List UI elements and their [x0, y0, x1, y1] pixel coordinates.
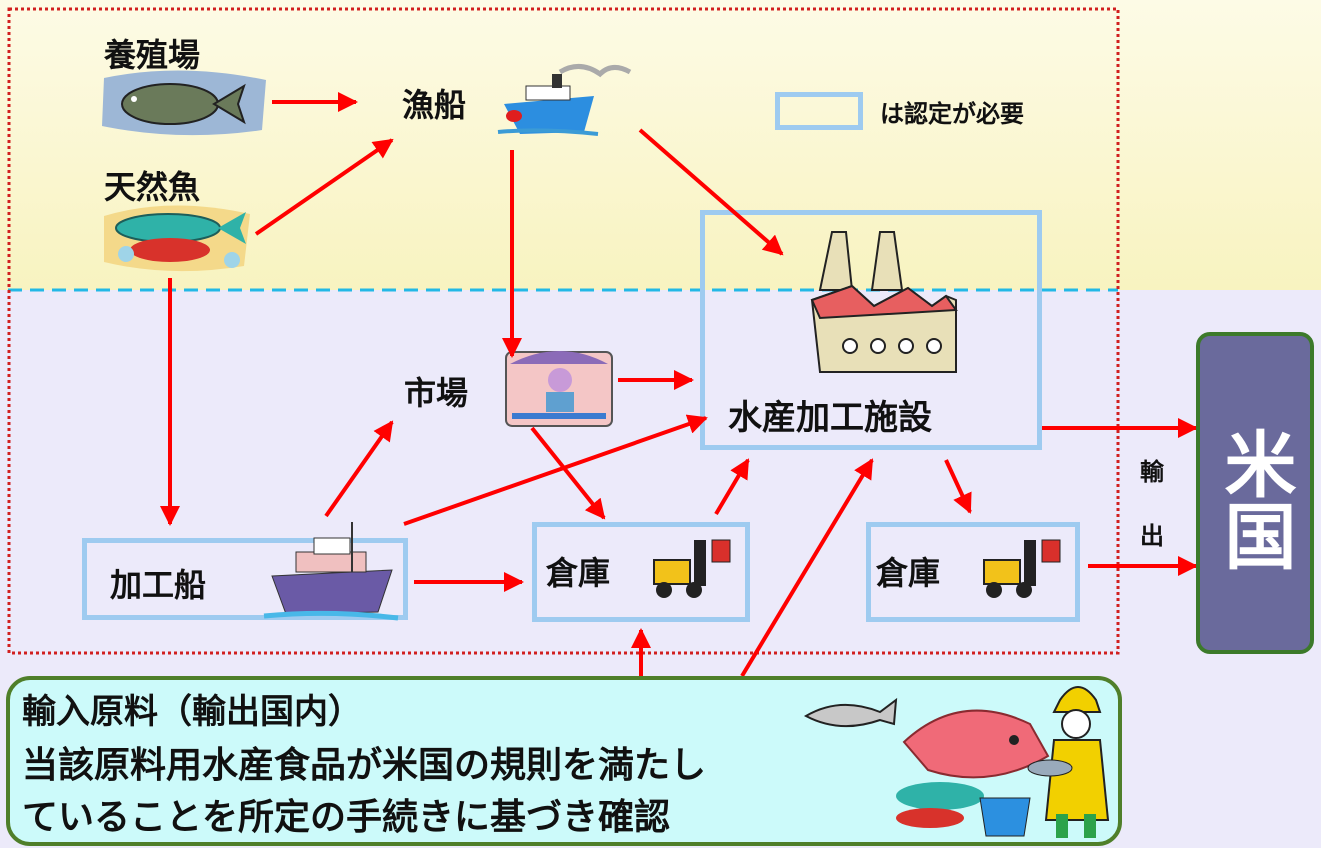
arrow-boat-to-facility [638, 128, 784, 256]
fishing-boat-label: 漁船 [402, 86, 467, 124]
arrow-ship-to-market [324, 420, 394, 518]
export-label-1: 輸 [1140, 458, 1164, 486]
market-label: 市場 [404, 374, 469, 412]
arrow-warehouse1-to-facility [714, 458, 750, 516]
processing-ship-label: 加工船 [110, 566, 207, 604]
usa-label: 米国 [1212, 427, 1296, 571]
fish-bucket-icon [979, 797, 1031, 837]
processing-ship-icon [263, 522, 399, 621]
arrow-wild-to-boat [254, 138, 394, 236]
imported-materials-title: 輸入原料（輸出国内） [22, 692, 362, 732]
arrow-facility-to-warehouse2 [944, 459, 972, 514]
fishing-boat-icon [497, 64, 632, 136]
warehouse-2-label: 倉庫 [876, 554, 941, 592]
wild-fish-and-lobster-icon [104, 205, 250, 272]
arrow-ship-to-facility [403, 414, 708, 526]
dried-fish-icon [803, 697, 898, 728]
farm-label: 養殖場 [104, 36, 201, 74]
fish-market-icon [505, 351, 613, 427]
forklift-1-icon [653, 539, 731, 598]
legend-swatch [775, 92, 863, 130]
fish-and-lobster-icon [896, 782, 984, 828]
farmed-fish-icon [102, 70, 266, 136]
warehouse-2-box [866, 522, 1080, 622]
wild-fish-label: 天然魚 [104, 168, 201, 206]
export-label-2: 出 [1140, 522, 1164, 550]
arrow-import-to-facility [740, 458, 874, 678]
processing-facility-label: 水産加工施設 [728, 398, 932, 438]
domestic-area-border [7, 7, 1120, 655]
factory-icon [810, 231, 958, 373]
warehouse-1-label: 倉庫 [546, 554, 611, 592]
imported-materials-line1: 当該原料用水産食品が米国の規則を満たし [22, 745, 707, 786]
usa-box: 米国 [1196, 332, 1314, 654]
fisherman-icon [1027, 686, 1110, 838]
red-snapper-icon [902, 709, 1050, 779]
processing-ship-box [82, 538, 408, 620]
legend-label: は認定が必要 [880, 100, 1024, 128]
imported-materials-line2: ていることを所定の手続きに基づき確認 [22, 797, 671, 838]
processing-facility-box [700, 210, 1042, 450]
warehouse-1-box [532, 522, 750, 622]
arrow-market-to-warehouse1 [530, 426, 606, 520]
forklift-2-icon [983, 539, 1061, 598]
